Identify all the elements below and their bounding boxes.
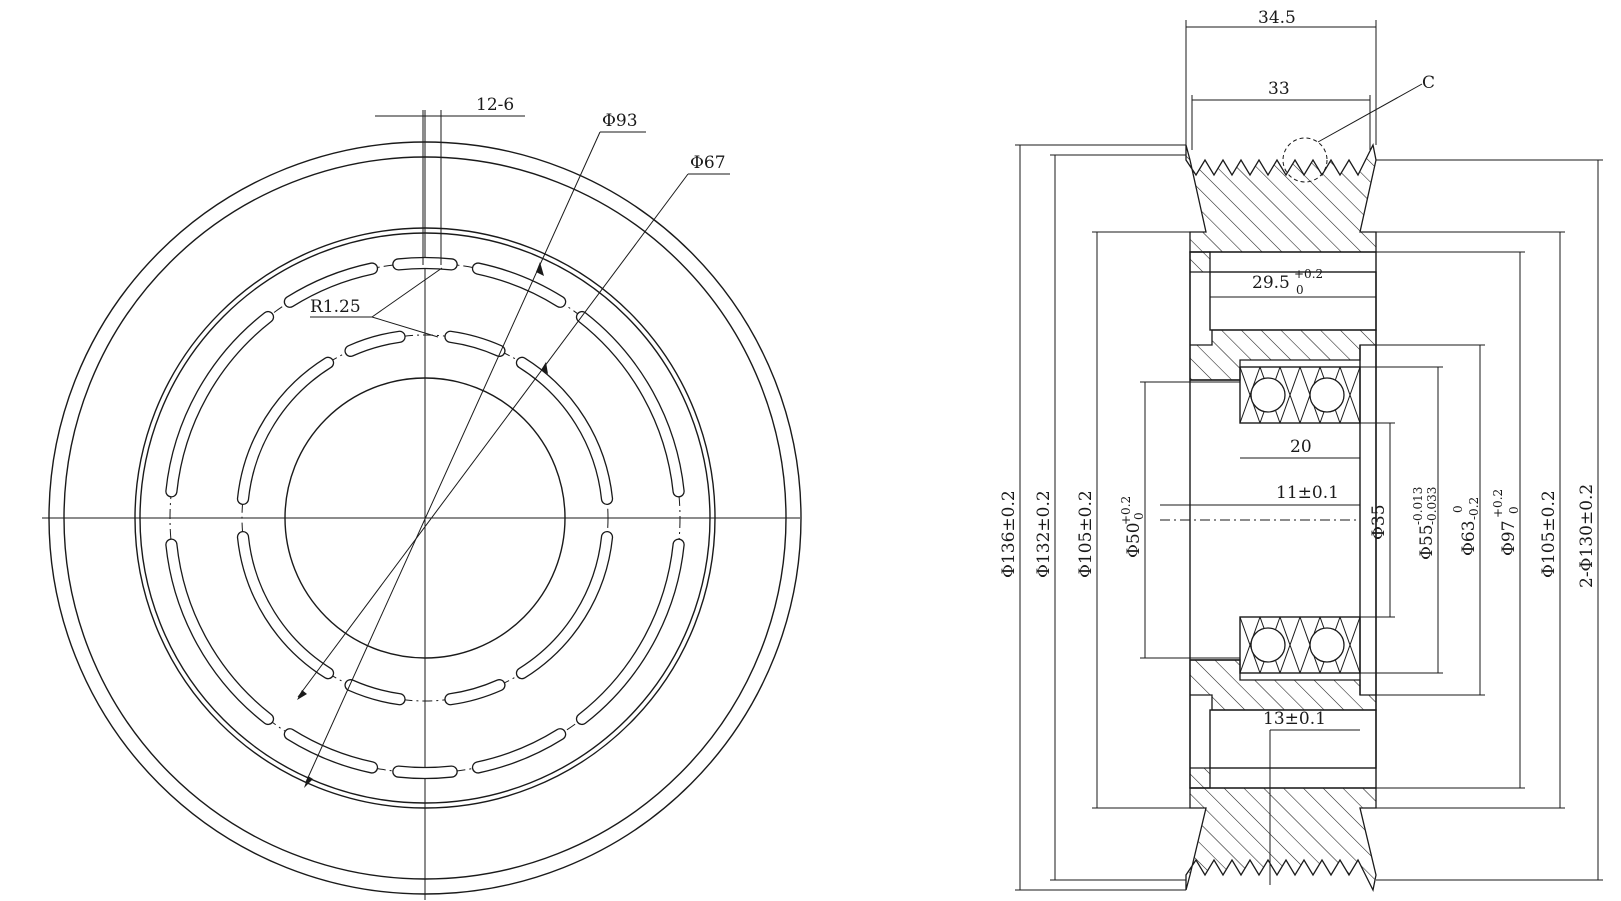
dia-outer-slot-label: Φ93 [602, 111, 638, 131]
radius-leader-lower [371, 316, 439, 338]
arc-slot [471, 728, 567, 774]
dia-50-tol-upper: +0.2 [1119, 496, 1133, 525]
web-upper-section [1189, 251, 1377, 381]
inner-bore-outline [1209, 271, 1377, 331]
dia-50-tol-lower: 0 [1132, 512, 1146, 520]
arc-slot [344, 679, 406, 706]
arc-slot [344, 330, 406, 357]
width-overall-label: 34.5 [1258, 8, 1296, 28]
arc-slot [392, 256, 458, 271]
dia-55-tol-lower: -0.033 [1425, 487, 1439, 525]
dia-105-left-label: Φ105±0.2 [1076, 490, 1096, 578]
bore-depth-tol-lower: 0 [1296, 283, 1304, 297]
dia-136-label: Φ136±0.2 [999, 490, 1019, 578]
detail-circle [1282, 137, 1328, 183]
bore-depth-label: 29.5 [1252, 273, 1290, 293]
arc-slot [515, 356, 614, 505]
dia-105-right-label: Φ105±0.2 [1539, 490, 1559, 578]
groove-circle [134, 227, 716, 809]
inner-slot-pitch-circle [241, 334, 609, 702]
bearing-cross-line [1339, 616, 1361, 674]
bearing-width-label: 20 [1290, 437, 1312, 457]
dia-35-label: Φ35 [1369, 504, 1389, 540]
arc-slot [392, 765, 458, 780]
bearing-ball [1309, 627, 1345, 663]
dia-63-tol-upper: 0 [1451, 505, 1465, 513]
arc-slot [575, 310, 685, 498]
arc-slot [165, 538, 275, 726]
dia-130-label: 2-Φ130±0.2 [1577, 484, 1597, 588]
dia-97-label: Φ97 [1499, 520, 1519, 556]
bearing-cross-line [1239, 616, 1261, 674]
arc-slot [515, 531, 614, 680]
dia-inner-slot-leader [297, 173, 689, 698]
bearing-cross-line [1279, 366, 1301, 424]
dia-inner-slot-label: Φ67 [690, 153, 726, 173]
arc-slot [283, 728, 379, 774]
front-view: 12-6 Φ93 Φ67 R1.25 [42, 95, 802, 900]
outer-rim-inner-circle [63, 156, 787, 880]
hub-circle [284, 377, 566, 659]
arc-slot [575, 538, 685, 726]
arc-slot [165, 310, 275, 498]
slot-width-label: 12-6 [476, 95, 514, 115]
bearing-ball [1250, 627, 1286, 663]
arc-slot [444, 679, 506, 706]
dia-97-tol-lower: 0 [1507, 506, 1521, 514]
dia-132-label: Φ132±0.2 [1034, 490, 1054, 578]
groove-inner-circle [139, 232, 711, 804]
arc-slot [444, 330, 506, 357]
dia-50-label: Φ50 [1124, 522, 1144, 558]
dia-outer-slot-arrow [536, 262, 544, 276]
dia-63-tol-lower: -0.2 [1467, 497, 1481, 520]
arc-slot [471, 262, 567, 308]
arc-slot [236, 531, 335, 680]
offset-a-label: 11±0.1 [1276, 483, 1339, 503]
detail-label: C [1422, 73, 1435, 93]
dia-55-label: Φ55 [1417, 524, 1437, 560]
dia-63-label: Φ63 [1459, 520, 1479, 556]
radius-leader-upper [371, 267, 443, 318]
dia-outer-slot-arrow-lower [304, 776, 313, 788]
bearing-ball [1309, 377, 1345, 413]
dia-inner-slot-arrow-lower [297, 690, 307, 700]
rim-upper-section [1185, 143, 1377, 253]
dia-55-tol-upper: -0.013 [1411, 487, 1425, 525]
bearing-cross-line [1279, 616, 1301, 674]
bearing-ball [1250, 377, 1286, 413]
bearing-cross-line [1239, 366, 1261, 424]
bearing-cross-line [1339, 366, 1361, 424]
width-groove-label: 33 [1268, 79, 1290, 99]
section-view: C 34.5 33 29.5 +0.2 0 20 11±0.1 13±0.1 [999, 8, 1603, 892]
bore-depth-tol-upper: +0.2 [1294, 267, 1323, 281]
dia-inner-slot-arrow [541, 362, 548, 374]
offset-b-label: 13±0.1 [1263, 709, 1326, 729]
arc-slot [283, 262, 379, 308]
dia-97-tol-upper: +0.2 [1491, 489, 1505, 518]
radius-label: R1.25 [310, 297, 361, 317]
rim-lower-section [1185, 787, 1377, 892]
outer-rim-circle [48, 141, 802, 895]
arc-slot [236, 356, 335, 505]
slot-group [165, 256, 685, 780]
inner-bore-outline-lower [1209, 709, 1377, 769]
dia-outer-slot-leader [305, 131, 601, 783]
